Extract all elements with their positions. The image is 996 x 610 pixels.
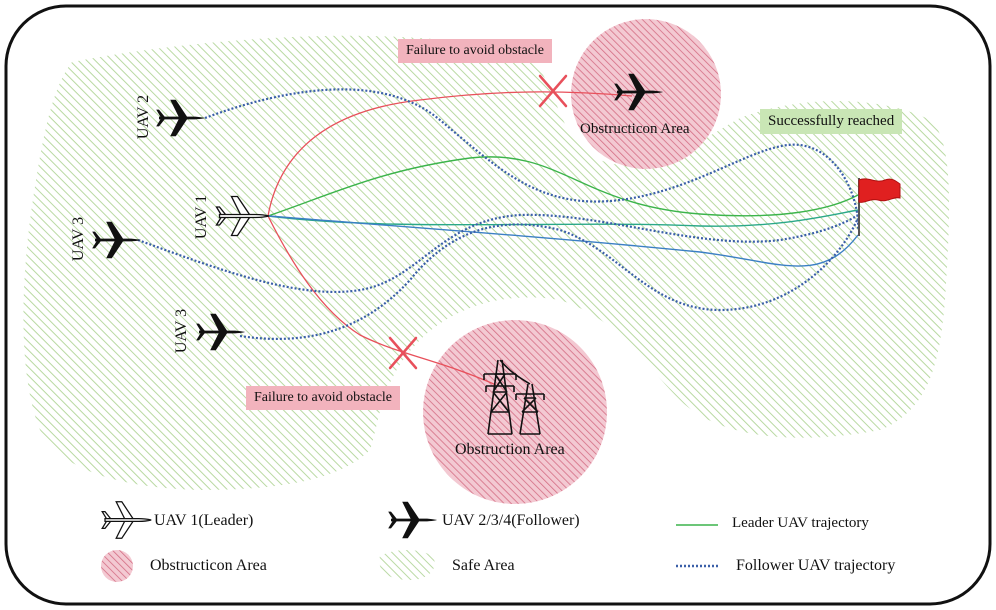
top-obstruction-area — [571, 19, 721, 169]
legend-obstruction-swatch — [101, 550, 133, 582]
uav3-upper-label: UAV 3 — [70, 216, 88, 262]
follower-trajectory-uav2 — [204, 88, 860, 231]
uav1-label: UAV 1 — [193, 194, 211, 240]
legend-follower-label: UAV 2/3/4(Follower) — [442, 512, 580, 529]
power-tower-icon — [483, 359, 545, 435]
legend-follower-traj-label: Follower UAV trajectory — [736, 557, 896, 574]
failure-callout-bottom: Failure to avoid obstacle — [246, 386, 401, 410]
failure-callout-top: Failure to avoid obstacle — [398, 39, 553, 63]
leader-trajectory-1 — [267, 156, 859, 217]
failure-trajectory-bottom — [267, 215, 497, 386]
legend-leader-label: UAV 1(Leader) — [154, 512, 254, 529]
top-failure-x-icon — [538, 74, 568, 108]
bottom-failure-x-icon — [388, 336, 418, 370]
uav3-lower-label: UAV 3 — [173, 308, 191, 354]
legend-leader-traj-label: Leader UAV trajectory — [732, 515, 869, 531]
leader-trajectory-3 — [267, 215, 859, 267]
red-flag-icon — [858, 178, 901, 236]
success-callout: Successfully reached — [760, 109, 903, 134]
bottom-obstruction-label: Obstruction Area — [455, 441, 565, 458]
legend-safe-label: Safe Area — [452, 557, 515, 574]
legend-obstruction-label: Obstructicon Area — [150, 557, 267, 574]
bottom-obstruction-area — [423, 320, 607, 504]
legend-safe-swatch — [379, 550, 435, 580]
follower-trajectory-uav3-upper — [137, 213, 859, 294]
safe-area — [23, 35, 950, 490]
failure-trajectory-top — [267, 91, 633, 217]
uav2-label: UAV 2 — [135, 94, 153, 140]
top-obstruction-label: Obstructicon Area — [580, 121, 690, 137]
